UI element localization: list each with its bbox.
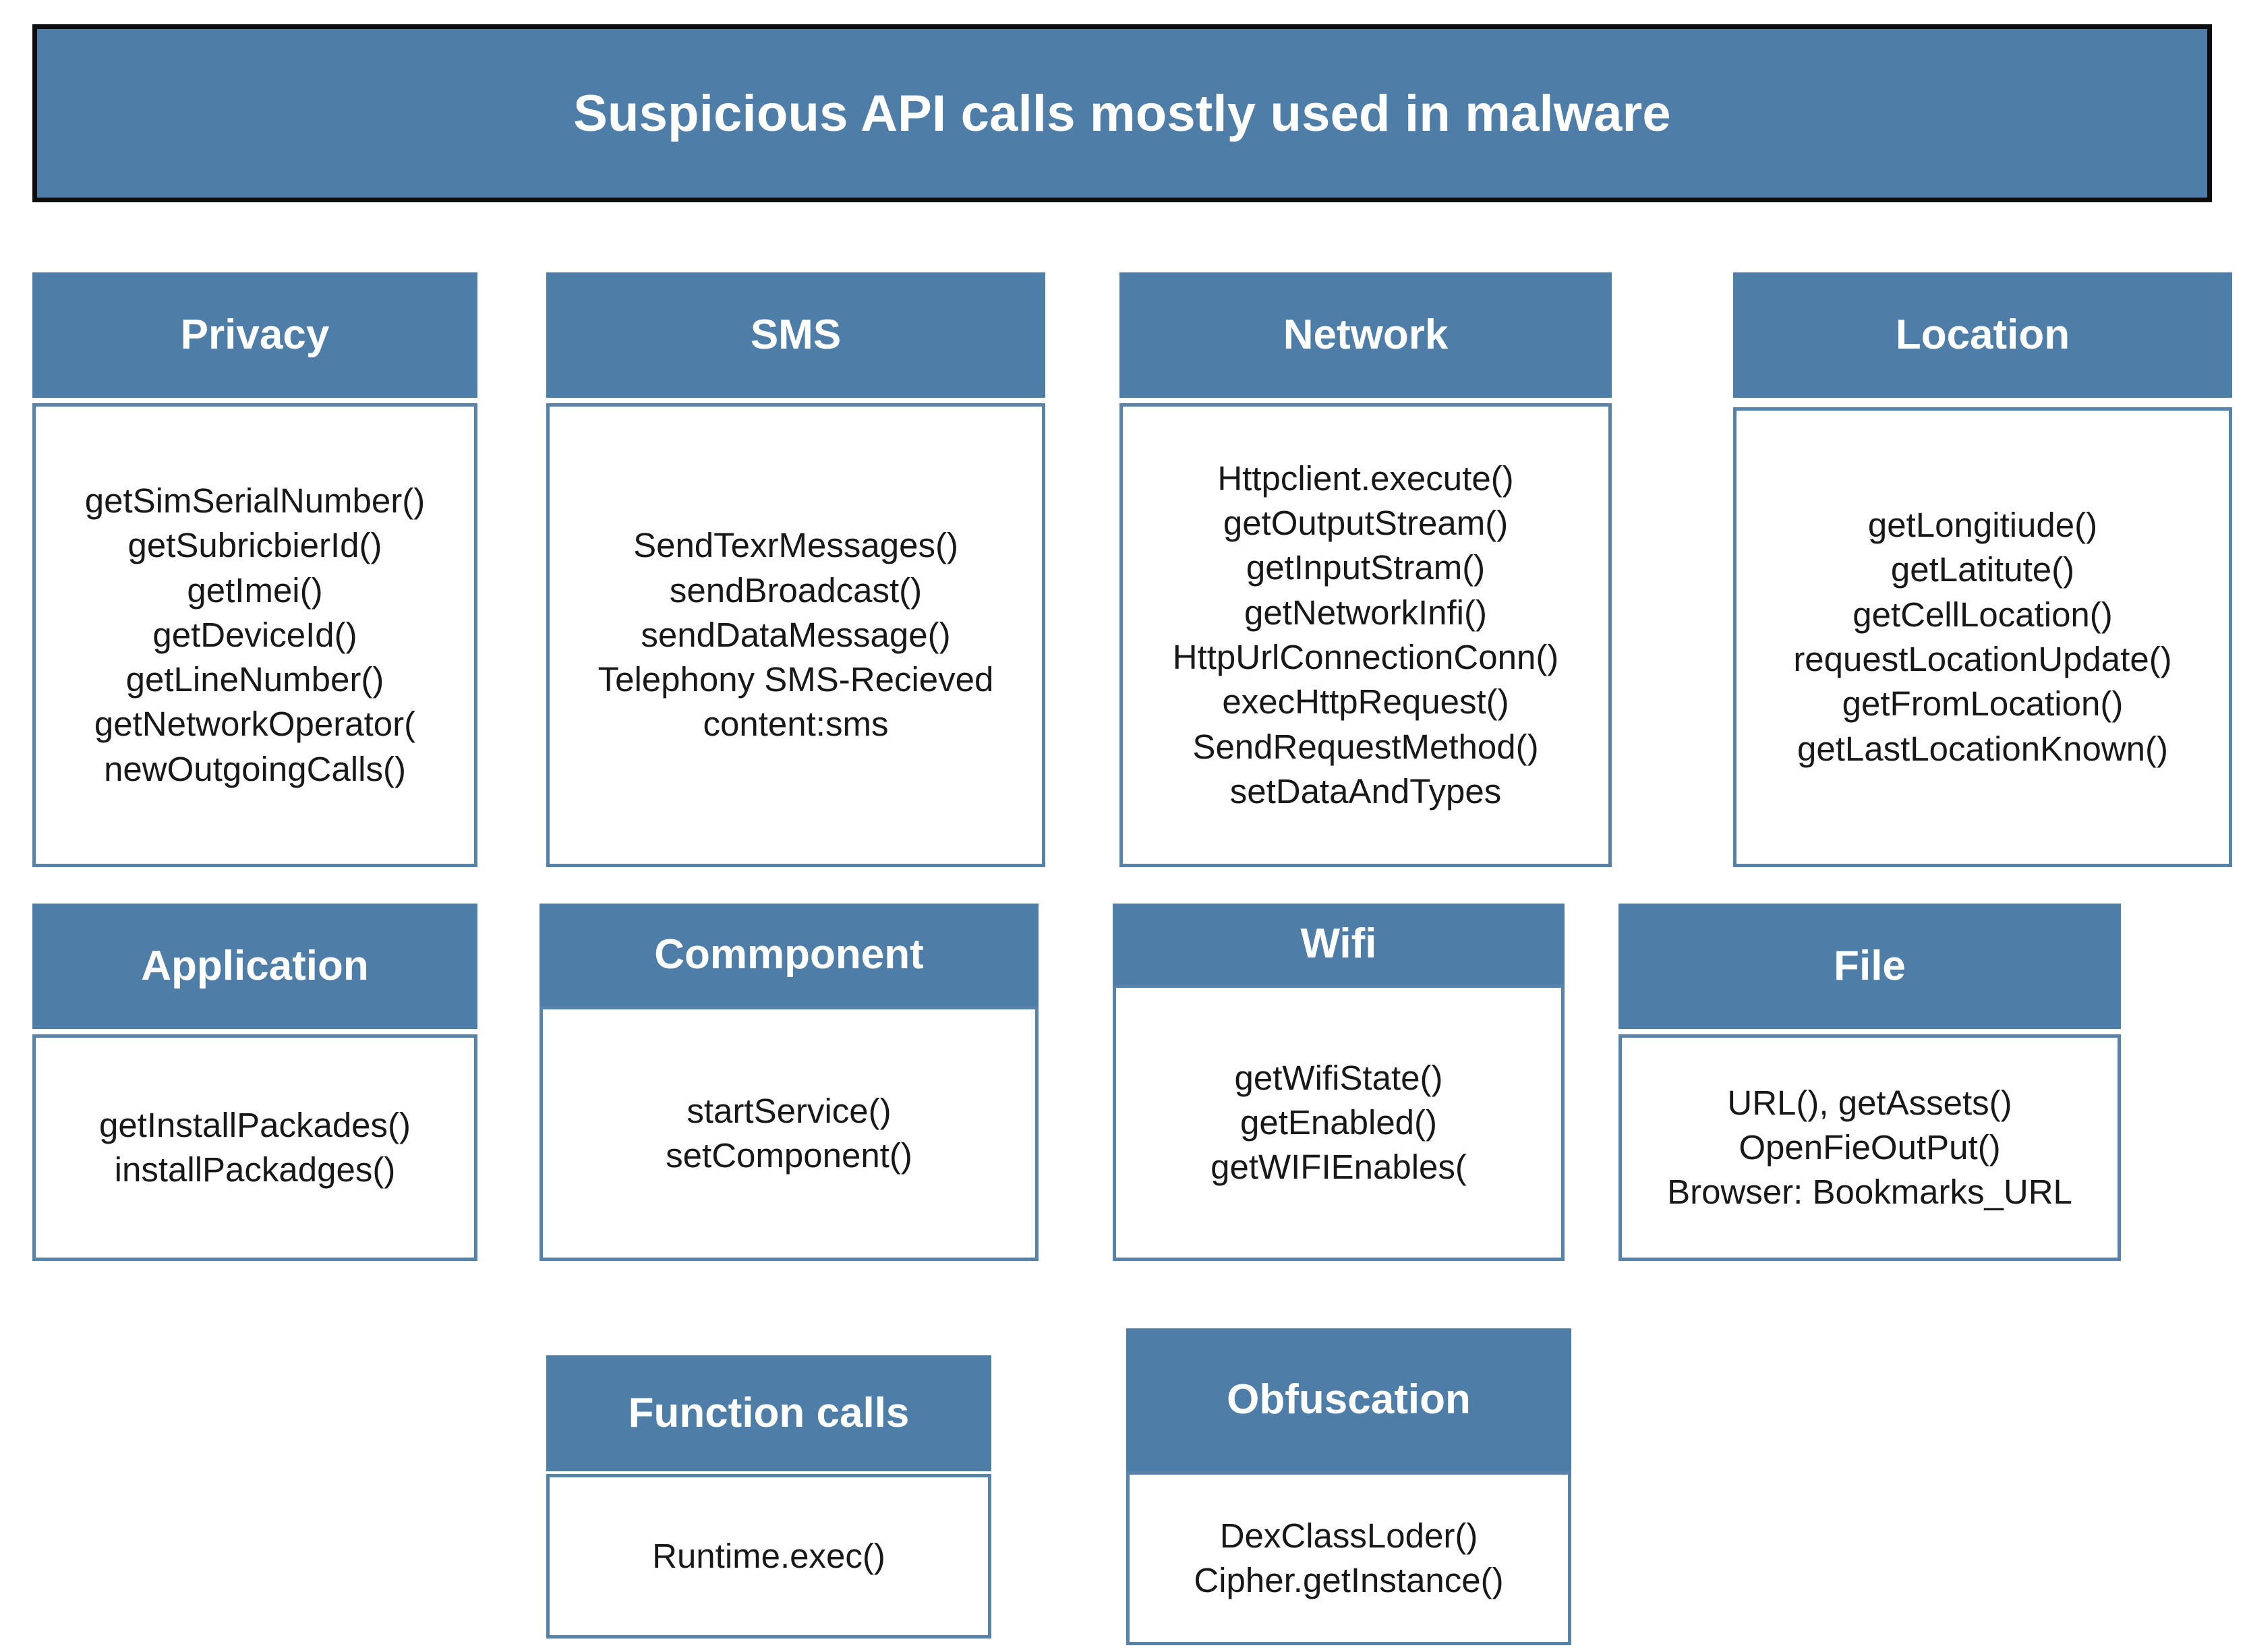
category-header-function-calls: Function calls xyxy=(546,1355,991,1471)
category-title: File xyxy=(1834,943,1906,989)
category-header-application: Application xyxy=(32,904,477,1029)
api-item: getInputStram() xyxy=(1246,548,1486,587)
api-item: SendRequestMethod() xyxy=(1192,727,1539,766)
api-item: HttpUrlConnectionConn() xyxy=(1172,638,1559,676)
api-item: requestLocationUpdate() xyxy=(1793,640,2172,678)
api-item: getNetworkInfi() xyxy=(1244,593,1487,632)
category-header-file: File xyxy=(1618,904,2121,1029)
category-body-file: URL(), getAssets() OpenFieOutPut() Brows… xyxy=(1618,1034,2121,1261)
category-title: Commponent xyxy=(654,931,924,978)
api-item: Runtime.exec() xyxy=(652,1536,885,1575)
category-body-network: Httpclient.execute() getOutputStream() g… xyxy=(1119,403,1612,867)
category-body-obfuscation: DexClassLoder() Cipher.getInstance() xyxy=(1126,1471,1571,1645)
api-item: execHttpRequest() xyxy=(1222,682,1509,721)
api-item: URL(), getAssets() xyxy=(1727,1083,2012,1122)
api-item: DexClassLoder() xyxy=(1219,1516,1478,1555)
api-item: getWifiState() xyxy=(1234,1058,1443,1097)
category-body-commponent: startService() setComponent() xyxy=(539,1006,1039,1261)
api-item: getDeviceId() xyxy=(152,615,357,654)
api-item: getLineNumber() xyxy=(125,660,384,699)
category-card-commponent: Commponent startService() setComponent() xyxy=(539,904,1039,1261)
category-header-network: Network xyxy=(1119,272,1612,398)
api-item: Httpclient.execute() xyxy=(1217,459,1514,498)
category-card-wifi: Wifi getWifiState() getEnabled() getWIFI… xyxy=(1113,904,1565,1261)
api-item: Cipher.getInstance() xyxy=(1194,1561,1504,1599)
api-item: sendBroadcast() xyxy=(669,570,923,610)
category-card-obfuscation: Obfuscation DexClassLoder() Cipher.getIn… xyxy=(1126,1328,1571,1645)
api-item: getCellLocation() xyxy=(1852,595,2113,634)
api-item: startService() xyxy=(687,1091,892,1130)
diagram-title-banner: Suspicious API calls mostly used in malw… xyxy=(32,24,2212,202)
category-title: Application xyxy=(141,943,369,989)
category-header-location: Location xyxy=(1733,272,2232,398)
category-title: Function calls xyxy=(628,1390,910,1436)
category-title: Location xyxy=(1895,312,2070,358)
api-item: getInstallPackades() xyxy=(98,1105,411,1144)
api-item: getSimSerialNumber() xyxy=(84,481,426,520)
category-body-wifi: getWifiState() getEnabled() getWIFIEnabl… xyxy=(1113,984,1565,1261)
category-header-obfuscation: Obfuscation xyxy=(1126,1328,1571,1471)
category-header-wifi: Wifi xyxy=(1113,904,1565,984)
api-item: SendTexrMessages() xyxy=(633,526,958,565)
category-title: Wifi xyxy=(1300,920,1377,967)
category-title: Obfuscation xyxy=(1227,1376,1471,1423)
api-item: sendDataMessage() xyxy=(641,615,951,654)
api-item: getOutputStream() xyxy=(1223,504,1509,543)
api-item: setComponent() xyxy=(666,1136,912,1175)
api-item: newOutgoingCalls() xyxy=(104,749,406,788)
api-item: getSubricbierId() xyxy=(127,526,382,565)
category-body-location: getLongitiude() getLatitute() getCellLoc… xyxy=(1733,407,2232,867)
category-card-privacy: Privacy getSimSerialNumber() getSubricbi… xyxy=(32,272,477,867)
category-body-privacy: getSimSerialNumber() getSubricbierId() g… xyxy=(32,403,477,867)
category-body-function-calls: Runtime.exec() xyxy=(546,1474,991,1639)
category-card-application: Application getInstallPackades() install… xyxy=(32,904,477,1261)
api-item: setDataAndTypes xyxy=(1229,771,1502,810)
page-title: Suspicious API calls mostly used in malw… xyxy=(573,84,1671,142)
category-header-sms: SMS xyxy=(546,272,1045,398)
api-item: getNetworkOperator( xyxy=(94,705,416,744)
category-card-location: Location getLongitiude() getLatitute() g… xyxy=(1733,272,2232,867)
api-item: content:sms xyxy=(703,705,889,744)
category-card-function-calls: Function calls Runtime.exec() xyxy=(546,1355,991,1639)
category-body-sms: SendTexrMessages() sendBroadcast() sendD… xyxy=(546,403,1045,867)
api-item: Browser: Bookmarks_URL xyxy=(1667,1173,2072,1212)
api-item: getEnabled() xyxy=(1239,1102,1438,1142)
category-title: Network xyxy=(1283,312,1449,358)
api-item: getWIFIEnables( xyxy=(1210,1148,1467,1187)
category-header-privacy: Privacy xyxy=(32,272,477,398)
api-item: getLongitiude() xyxy=(1867,506,2098,545)
category-header-commponent: Commponent xyxy=(539,904,1039,1006)
api-item: installPackadges() xyxy=(114,1150,396,1189)
api-item: getFromLocation() xyxy=(1842,684,2124,724)
category-card-file: File URL(), getAssets() OpenFieOutPut() … xyxy=(1618,904,2121,1261)
category-title: Privacy xyxy=(180,312,330,358)
api-item: OpenFieOutPut() xyxy=(1739,1127,2001,1167)
api-item: getLatitute() xyxy=(1890,550,2075,589)
api-item: getImei() xyxy=(187,570,323,610)
api-item: Telephony SMS-Recieved xyxy=(597,660,994,699)
category-card-network: Network Httpclient.execute() getOutputSt… xyxy=(1119,272,1612,867)
category-title: SMS xyxy=(750,312,842,358)
category-body-application: getInstallPackades() installPackadges() xyxy=(32,1034,477,1261)
category-card-sms: SMS SendTexrMessages() sendBroadcast() s… xyxy=(546,272,1045,867)
api-item: getLastLocationKnown() xyxy=(1797,729,2169,768)
